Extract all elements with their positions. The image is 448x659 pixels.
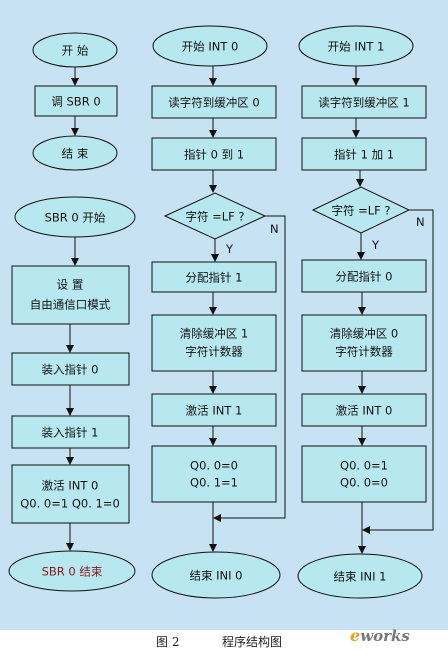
i1-q-box (301, 445, 427, 503)
i1-end-text: 结束 INI 1 (333, 570, 386, 584)
i0-yes-label: Y (225, 242, 234, 256)
sbr-start-text: SBR 0 开始 (45, 211, 106, 225)
figure-title: 程序结构图 (222, 635, 283, 649)
i0-ptr-text: 指针 0 到 1 (184, 148, 244, 162)
i0-end-text: 结束 INI 0 (189, 569, 242, 583)
i1-no-label: N (416, 215, 425, 229)
figure-caption: 图 2 程序结构图 (0, 633, 448, 655)
c1-start-text: 开 始 (62, 44, 89, 58)
i0-q-box (151, 445, 277, 503)
i0-end-oval (151, 551, 281, 599)
sbr-act-text-2: Q0. 0=1 Q0. 1=0 (20, 497, 120, 511)
sbr-set-text-1: 设 置 (57, 278, 84, 292)
arrow-i0-no (213, 215, 286, 522)
i0-clear-text-1: 清除缓冲区 1 (180, 327, 248, 341)
i0-clear-box (151, 314, 277, 372)
sbr-ptr0-box (11, 352, 130, 386)
logo-brand: works (360, 627, 410, 645)
i1-ptr-box (301, 137, 427, 171)
i0-clear-text-2: 字符计数器 (185, 345, 243, 359)
i1-clear-text-1: 清除缓冲区 0 (330, 327, 398, 341)
i0-cond-text: 字符 =LF ? (185, 210, 244, 224)
i1-read-text: 读字符到缓冲区 1 (318, 96, 409, 110)
i1-cond-text: 字符 =LF ? (331, 204, 390, 218)
c1-end-oval (32, 135, 118, 171)
i0-alloc-text: 分配指针 1 (186, 271, 243, 285)
i1-q-text-2: Q0. 0=0 (340, 476, 388, 490)
i1-read-box (301, 85, 427, 119)
figure-number: 图 2 (156, 635, 180, 649)
logo-prefix: e (350, 626, 361, 645)
i0-act-box (151, 393, 277, 427)
c1-call-box (34, 85, 118, 117)
arrow-i1-no (362, 209, 434, 534)
c1-end-text: 结 束 (62, 147, 89, 161)
sbr-ptr0-text: 装入指针 0 (42, 363, 99, 377)
sbr-ptr1-text: 装入指针 1 (42, 426, 99, 440)
sbr-end-text: SBR 0 结束 (42, 565, 103, 579)
i0-start-oval (152, 25, 268, 67)
i0-alloc-box (151, 261, 277, 293)
i0-q-text-1: Q0. 0=0 (190, 459, 238, 473)
c1-call-text: 调 SBR 0 (51, 95, 100, 109)
i0-start-text: 开始 INT 0 (182, 40, 239, 54)
i1-yes-label: Y (371, 238, 380, 252)
i1-act-text: 激活 INT 0 (336, 404, 393, 418)
sbr-end-oval (8, 550, 136, 592)
eworks-logo: eworks (350, 626, 410, 645)
i0-ptr-box (151, 137, 277, 171)
sbr-set-box (11, 265, 130, 325)
sbr-set-text-2: 自由通信口模式 (30, 298, 111, 312)
flowchart: 开 始 调 SBR 0 结 束 SBR 0 开始 设 置 自由通信口模式 装入指… (8, 25, 434, 599)
i1-start-text: 开始 INT 1 (328, 40, 385, 54)
i0-no-label: N (270, 222, 279, 236)
i1-clear-box (301, 314, 427, 372)
i1-alloc-text: 分配指针 0 (336, 270, 393, 284)
i1-q-text-1: Q0. 0=1 (340, 459, 388, 473)
i0-read-box (151, 85, 277, 119)
i1-alloc-box (301, 259, 427, 293)
sbr-act-text-1: 激活 INT 0 (42, 479, 99, 493)
i1-ptr-text: 指针 1 加 1 (334, 148, 394, 162)
i0-act-text: 激活 INT 1 (186, 404, 243, 418)
sbr-act-box (11, 464, 130, 524)
i1-act-box (301, 393, 427, 427)
i0-read-text: 读字符到缓冲区 0 (168, 96, 259, 110)
i0-q-text-2: Q0. 1=1 (190, 476, 238, 490)
i1-end-oval (297, 553, 423, 599)
i1-clear-text-2: 字符计数器 (335, 345, 393, 359)
